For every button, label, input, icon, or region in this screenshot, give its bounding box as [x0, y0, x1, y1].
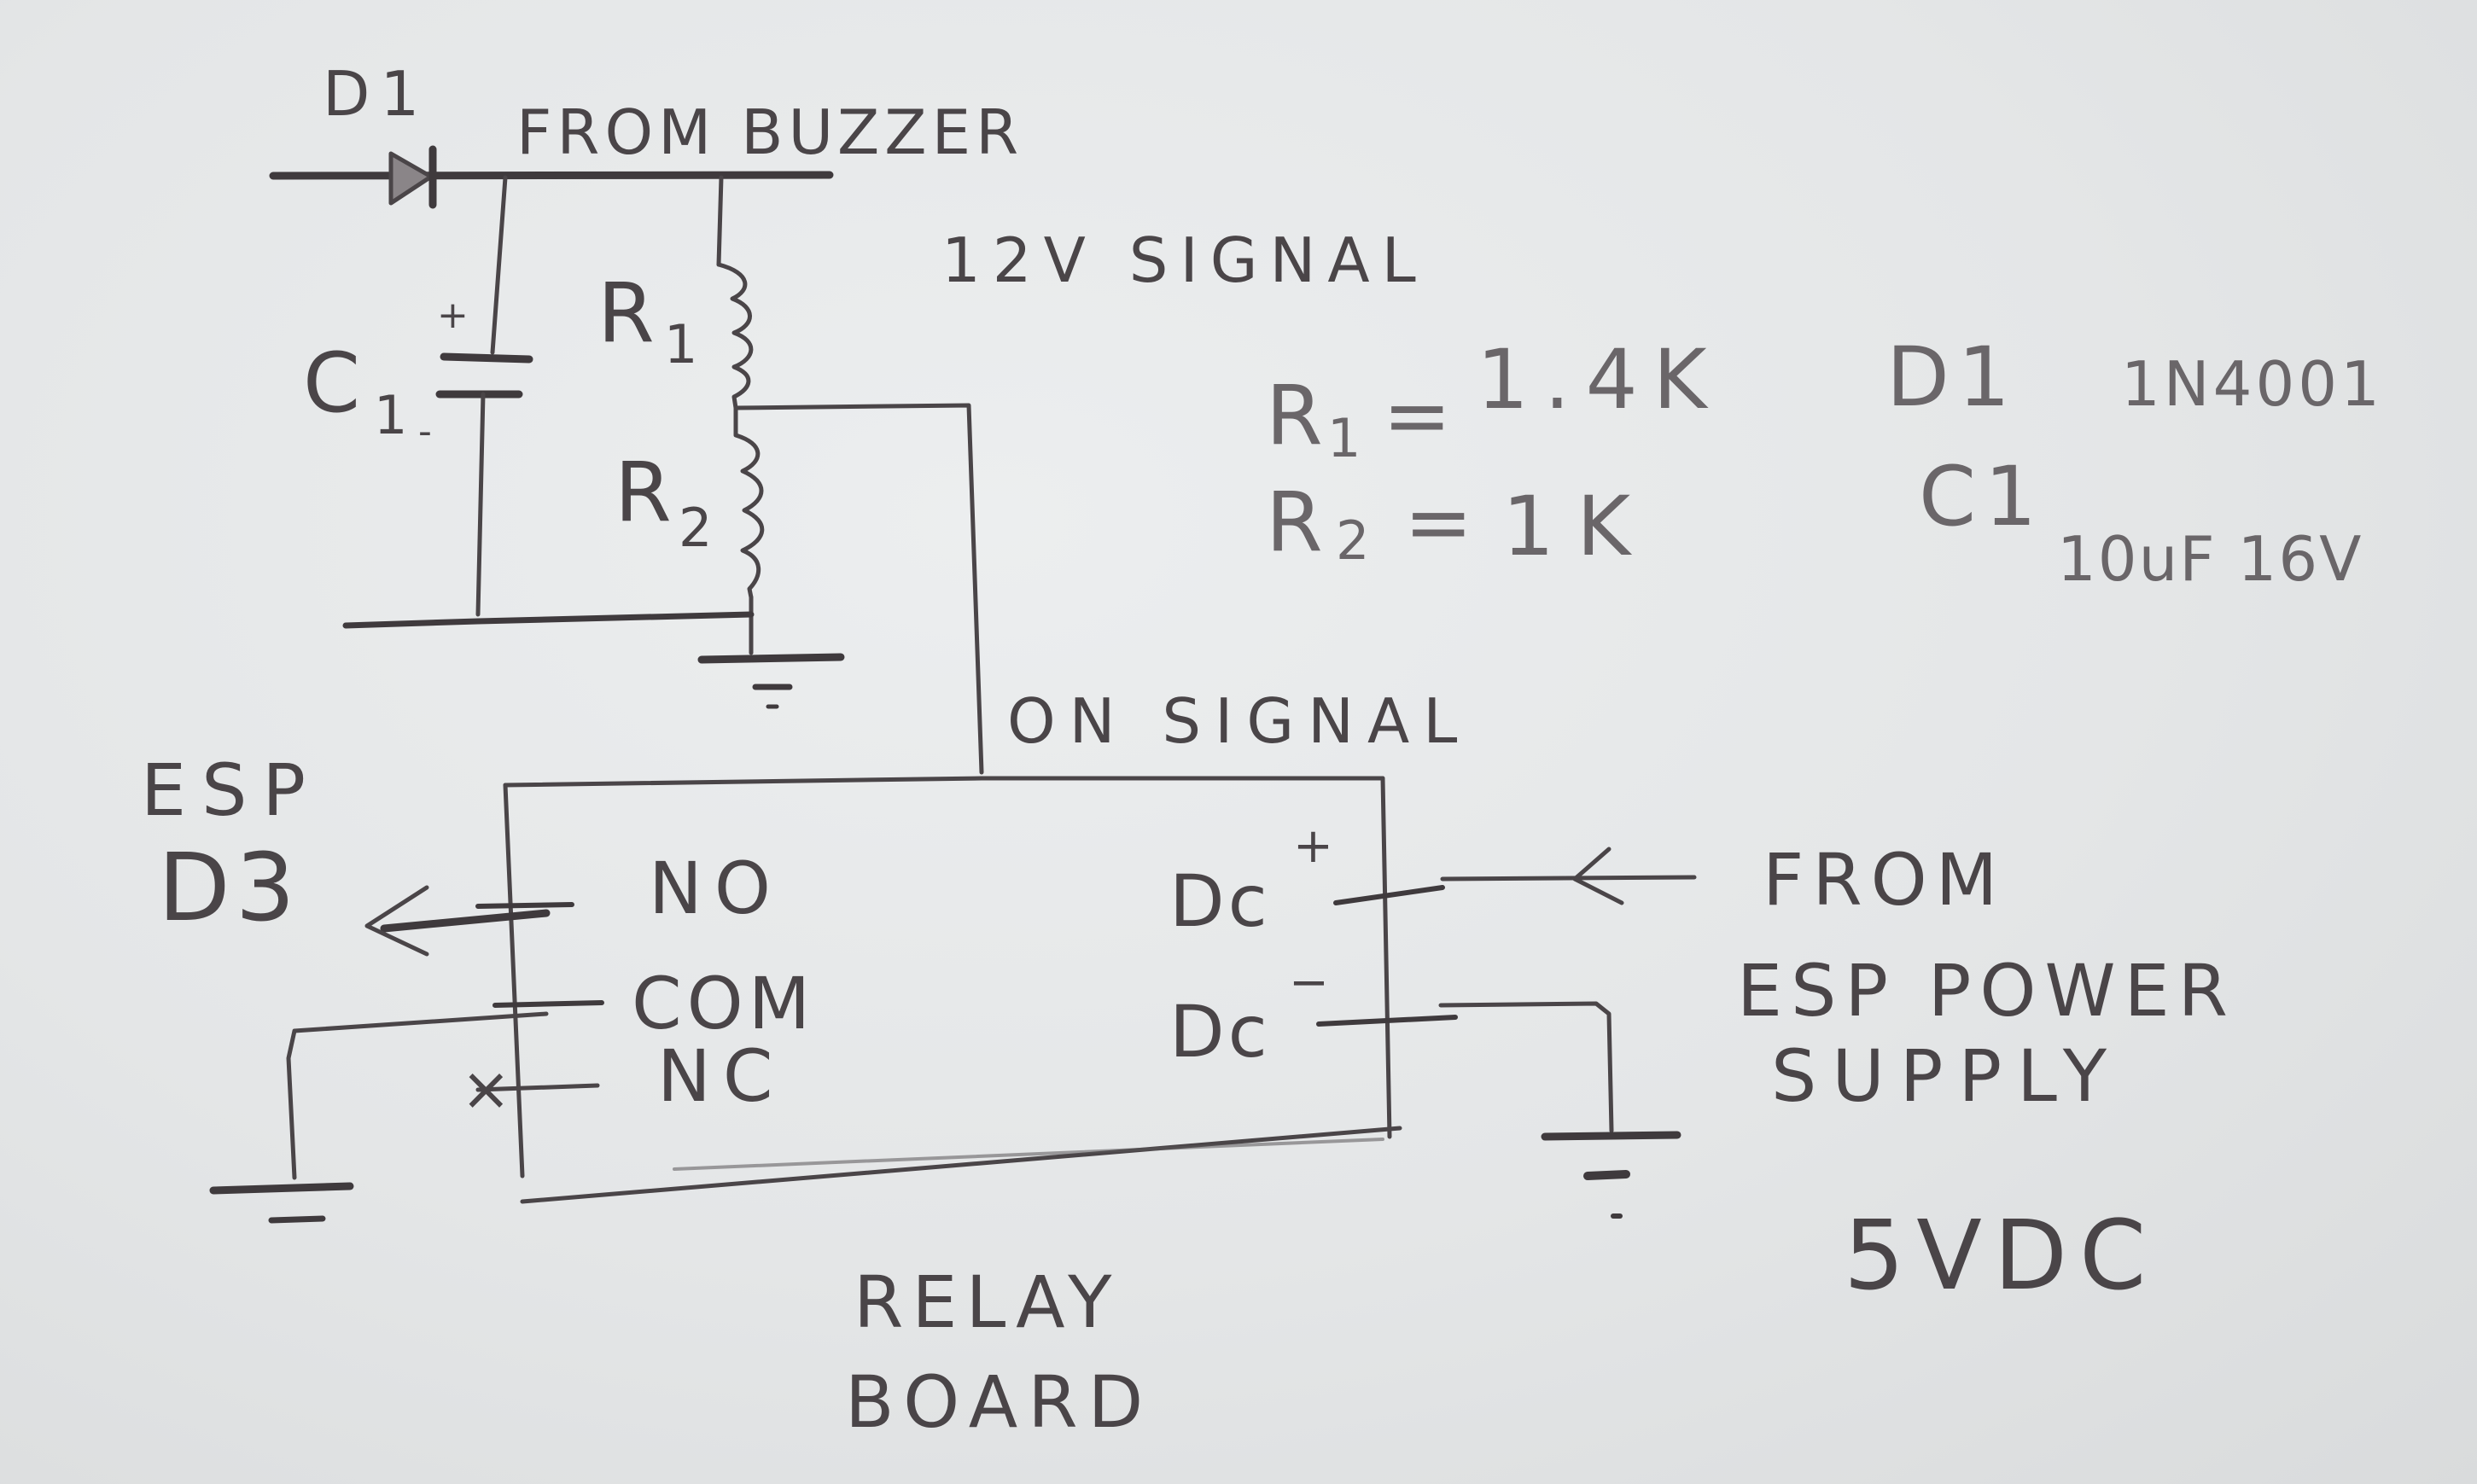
ground-icon	[697, 653, 845, 709]
r1-value: 1.4K	[1477, 332, 1722, 428]
r2-value-name: R	[1266, 474, 1332, 570]
input-label: FROM BUZZER	[516, 96, 1023, 168]
r1-top-lead	[716, 175, 724, 267]
nc-unused-marker: ×	[461, 1054, 511, 1124]
capacitor-label-sub: 1	[374, 384, 414, 446]
relay-pin-com: COM	[492, 962, 815, 1045]
arrow-left-icon-power	[1572, 847, 1624, 905]
pin-dc-plus-label: Dc	[1169, 859, 1271, 943]
pin-nc-stub	[475, 1083, 600, 1092]
ground-icon-com	[209, 1182, 354, 1224]
power-label-line-2: ESP POWER	[1737, 949, 2236, 1033]
d1-value-name: D1	[1886, 329, 2019, 425]
pin-com-label: COM	[632, 962, 815, 1045]
resistor-r1-zigzag	[716, 262, 754, 410]
input-wire	[269, 171, 834, 180]
divider-tap-wire	[733, 403, 984, 775]
power-label-line-3: SUPPLY	[1771, 1034, 2122, 1118]
relay-pin-dc-minus: Dc −	[1169, 955, 1458, 1074]
r2-value: 1K	[1502, 479, 1652, 574]
ground-rail	[342, 611, 755, 629]
relay-pin-dc-plus: Dc +	[1169, 818, 1445, 943]
resistor-r1-label-sub: 1	[664, 313, 704, 375]
c1-value-name: C1	[1919, 449, 2045, 544]
diode-triangle	[388, 151, 434, 206]
esp-d3-connection	[364, 885, 551, 957]
ground-com-bar-2	[268, 1215, 326, 1224]
ground-icon-bar-1	[697, 653, 845, 664]
relay-board-top-edge	[503, 776, 1385, 788]
pin-dc-plus-stub	[1333, 885, 1445, 905]
power-label-line-1: FROM	[1763, 838, 2006, 922]
diode-d1-symbol	[388, 145, 437, 209]
cap-plate-positive	[440, 352, 533, 364]
pin-dc-minus-stub	[1316, 1015, 1458, 1027]
pin-dc-minus-label: Dc	[1169, 990, 1271, 1074]
pin-dc-minus-sign: −	[1289, 955, 1329, 1010]
input-wire-group	[269, 171, 834, 180]
capacitor-plus-sign: +	[437, 294, 469, 337]
relay-board-outline	[503, 776, 1402, 1204]
esp-pin-label: D3	[158, 833, 300, 942]
relay-board-left-edge	[503, 783, 525, 1178]
resistor-divider	[716, 175, 984, 775]
cap-bottom-lead	[475, 392, 486, 617]
power-input-connection	[1440, 847, 1697, 905]
pin-dc-plus-sign: +	[1293, 818, 1333, 874]
capacitor-c1-symbol	[435, 175, 533, 617]
resistor-r2-zigzag	[733, 405, 765, 600]
relay-board-right-edge	[1380, 776, 1392, 1139]
capacitor-label: C	[303, 335, 369, 431]
dc-minus-ground-wire	[1438, 1001, 1614, 1133]
component-values: R 1 = 1.4K R 2 = 1K D1 1N4001 C1 10uF 16…	[1266, 329, 2383, 595]
resistor-r2-label: R	[615, 445, 680, 540]
c1-value: 10uF 16V	[2057, 523, 2363, 595]
cap-top-lead	[490, 175, 508, 355]
pin-no-label: NO	[649, 847, 783, 930]
relay-board-label-line-1: RELAY	[854, 1260, 1120, 1344]
relay-board-bottom-shadow	[673, 1138, 1384, 1171]
capacitor-minus-sign: -	[418, 410, 432, 453]
d1-value: 1N4001	[2121, 348, 2383, 420]
power-in-wire	[1440, 875, 1697, 882]
com-ground-wire	[286, 1011, 549, 1180]
relay-pin-no: NO	[475, 847, 783, 930]
power-voltage-label: 5VDC	[1844, 1201, 2158, 1312]
no-to-esp-wire	[380, 909, 551, 933]
arrow-left-icon	[364, 885, 429, 957]
relay-board-bottom-edge	[520, 1126, 1402, 1204]
on-signal-label: ON SIGNAL	[1007, 685, 1471, 757]
r1-value-sub: 1	[1327, 407, 1367, 469]
resistor-r1-label: R	[597, 265, 663, 361]
pin-no-stub	[475, 902, 574, 909]
r1-value-eq: =	[1383, 368, 1460, 463]
pin-nc-label: NC	[657, 1034, 785, 1118]
ground-dc-bar-2	[1583, 1170, 1630, 1180]
ground-com-bar-1	[209, 1182, 354, 1195]
signal-label: 12V SIGNAL	[941, 224, 1428, 296]
esp-label: ESP	[141, 748, 321, 832]
r2-value-sub: 2	[1336, 509, 1376, 572]
power-supply-label: FROM ESP POWER SUPPLY 5VDC	[1737, 838, 2236, 1312]
diode-label: D1	[323, 58, 429, 130]
relay-pin-nc: × NC	[461, 1034, 785, 1124]
pin-com-stub	[492, 1000, 604, 1008]
r2-value-eq: =	[1404, 474, 1481, 570]
relay-board-label-line-2: BOARD	[845, 1360, 1153, 1444]
ground-dc-bar-1	[1541, 1131, 1681, 1141]
r1-value-name: R	[1266, 368, 1332, 463]
ground-icon-dc	[1541, 1131, 1681, 1219]
resistor-r2-label-sub: 2	[679, 497, 719, 559]
